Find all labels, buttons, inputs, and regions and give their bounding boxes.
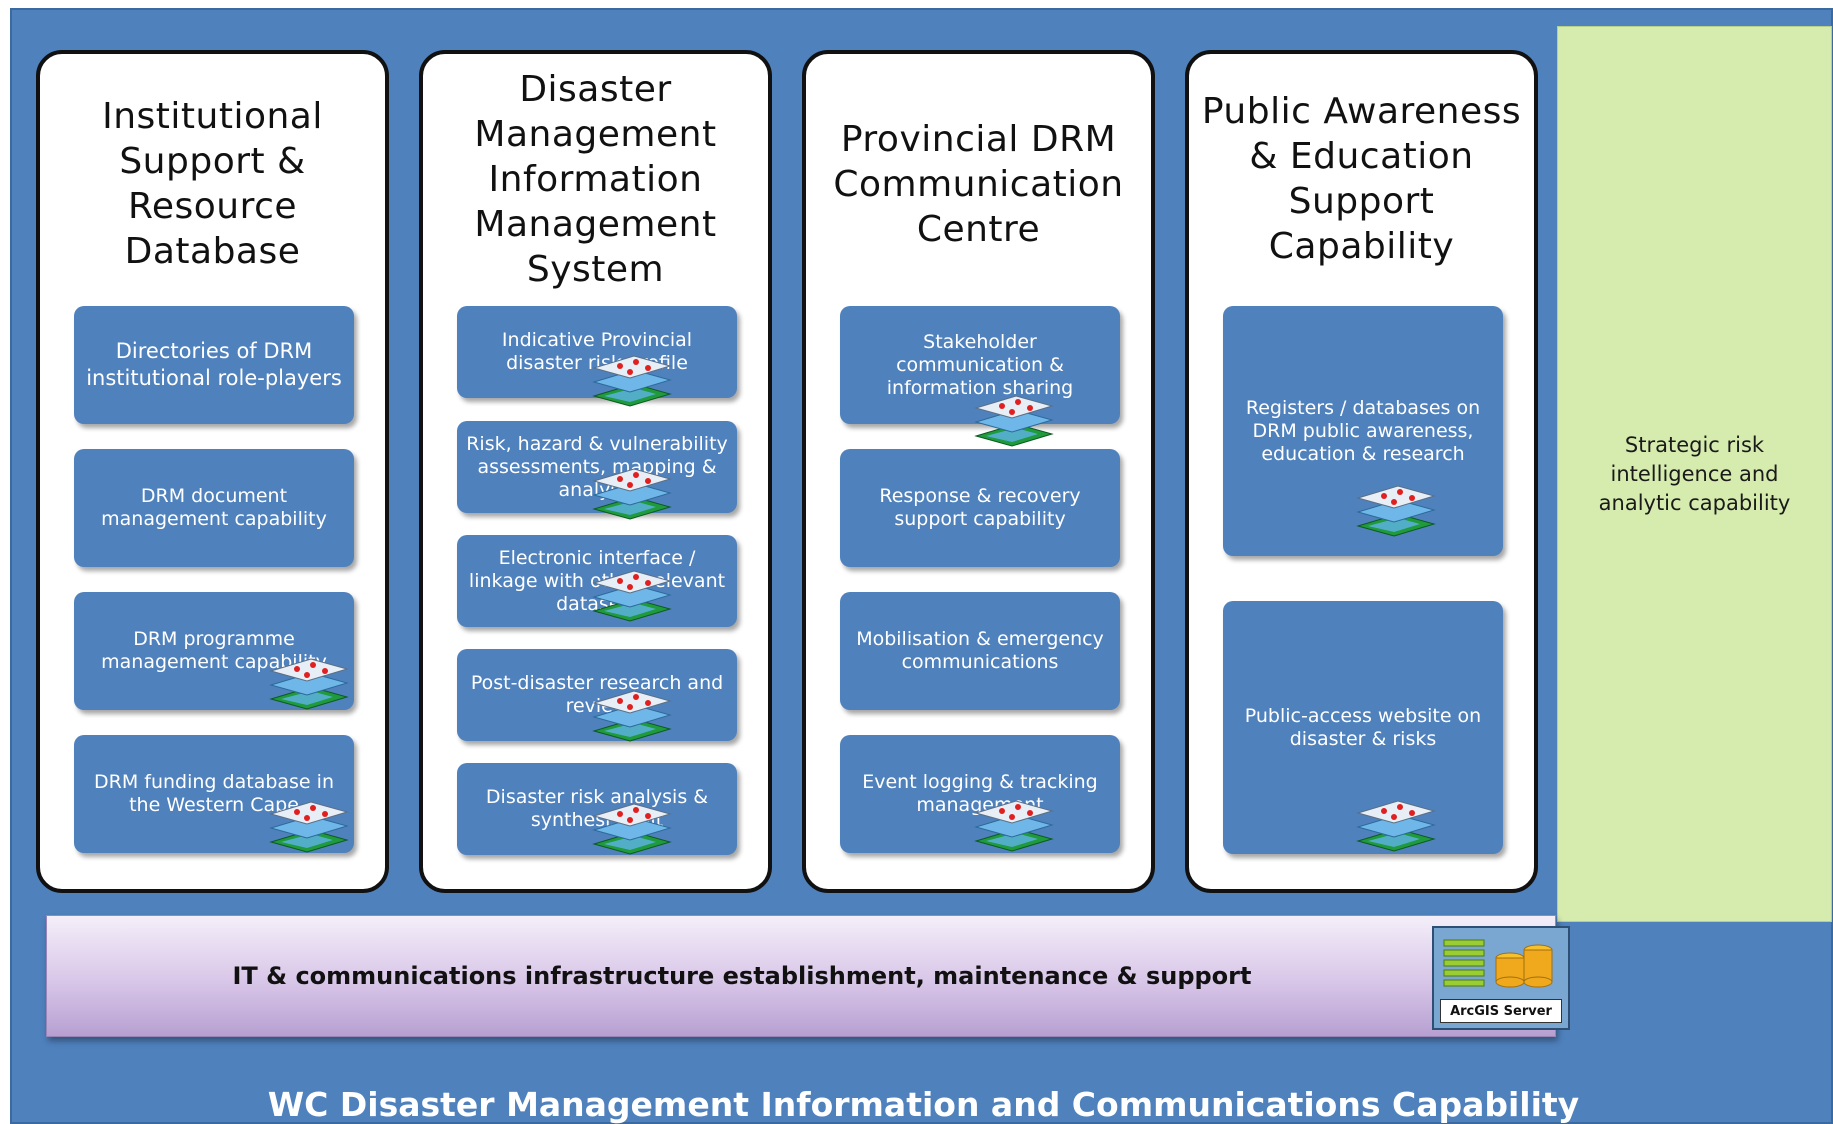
column-public-awareness: Public Awareness & Education Support Cap…	[1185, 50, 1538, 893]
gis-map-layers-icon	[1354, 480, 1438, 546]
card-response-recovery: Response & recovery support capability	[840, 449, 1120, 567]
server-graphic	[1443, 939, 1553, 988]
diagram-frame: Institutional Support & Resource Databas…	[10, 8, 1833, 1124]
gis-map-layers-icon	[267, 653, 351, 719]
gis-map-layers-icon	[590, 685, 674, 751]
card-risk-hazard-assessments: Risk, hazard & vulnerability assessments…	[457, 421, 737, 513]
card-event-logging: Event logging & tracking management	[840, 735, 1120, 853]
diagram-title: WC Disaster Management Information and C…	[267, 1085, 1580, 1124]
card-risk-analysis-unit: Disaster risk analysis & synthesis unit	[457, 763, 737, 855]
column-institutional-support: Institutional Support & Resource Databas…	[36, 50, 389, 893]
strategic-risk-label: Strategic risk intelligence and analytic…	[1598, 432, 1791, 515]
gis-map-layers-icon	[972, 390, 1056, 456]
gis-map-layers-icon	[590, 463, 674, 529]
column-communication-centre: Provincial DRM Communication Centre Stak…	[802, 50, 1155, 893]
gis-map-layers-icon	[590, 798, 674, 864]
gis-map-layers-icon	[590, 350, 674, 416]
infrastructure-label: IT & communications infrastructure estab…	[232, 962, 1252, 990]
gis-map-layers-icon	[1354, 795, 1438, 861]
column-title: Provincial DRM Communication Centre	[833, 118, 1124, 250]
card-public-awareness-registers: Registers / databases on DRM public awar…	[1223, 306, 1503, 556]
server-label: ArcGIS Server	[1440, 999, 1562, 1023]
column-title: Public Awareness & Education Support Cap…	[1201, 91, 1522, 267]
card-stakeholder-communication: Stakeholder communication & information …	[840, 306, 1120, 424]
gis-map-layers-icon	[972, 795, 1056, 861]
column-title: Institutional Support & Resource Databas…	[102, 96, 323, 272]
card-mobilisation-communications: Mobilisation & emergency communications	[840, 592, 1120, 710]
card-drm-programme-management: DRM programme management capability	[74, 592, 354, 710]
gis-map-layers-icon	[590, 565, 674, 631]
column-dm-information-system: Disaster Management Information Manageme…	[419, 50, 772, 893]
card-drm-directories: Directories of DRM institutional role-pl…	[74, 306, 354, 424]
card-provincial-risk-profile: Indicative Provincial disaster risk prof…	[457, 306, 737, 398]
card-drm-document-management: DRM document management capability	[74, 449, 354, 567]
strategic-risk-panel: Strategic risk intelligence and analytic…	[1557, 26, 1832, 922]
card-post-disaster-research: Post-disaster research and review	[457, 649, 737, 741]
gis-map-layers-icon	[267, 796, 351, 862]
column-title: Disaster Management Information Manageme…	[474, 68, 717, 290]
arcgis-server-icon: ArcGIS Server	[1432, 926, 1570, 1030]
infrastructure-bar: IT & communications infrastructure estab…	[46, 915, 1570, 1037]
